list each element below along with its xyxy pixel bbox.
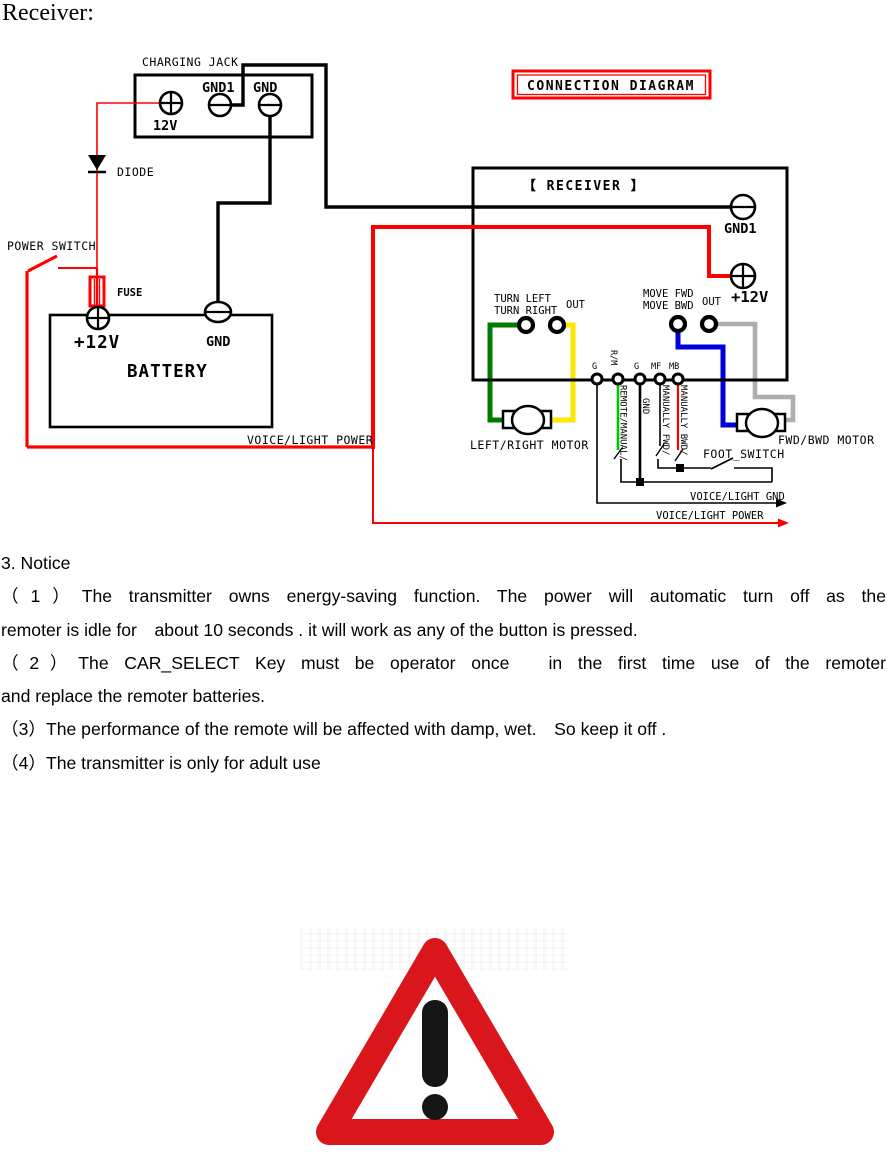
voice-light-power-left-label: VOICE/LIGHT POWER xyxy=(247,433,373,447)
notice-item-2: （2）The CAR_SELECT Key must be operator o… xyxy=(1,652,886,673)
notice-heading: 3. Notice xyxy=(1,553,71,573)
move-out-label: OUT xyxy=(702,296,722,308)
terminals xyxy=(85,90,757,386)
connection-title-inner-box xyxy=(516,74,707,96)
junction-dot xyxy=(676,464,684,472)
battery-box xyxy=(48,313,274,429)
left-right-motor-label: LEFT/RIGHT MOTOR xyxy=(470,438,589,452)
receiver-gnd1-label: GND1 xyxy=(724,221,757,237)
power-switch-label: POWER SWITCH xyxy=(7,239,96,253)
pin-mf-label: MF xyxy=(651,362,661,372)
voice-light-power-label: VOICE/LIGHT POWER xyxy=(656,510,764,522)
manually-fwd-tag: MANUALLY FWD/ xyxy=(660,385,670,455)
left-right-motor-icon xyxy=(501,404,553,436)
jack-12v-terminal-icon xyxy=(158,90,184,116)
pin-mb-label: MB xyxy=(669,362,679,372)
receiver-12v-label: +12V xyxy=(731,288,768,306)
page-title: Receiver: xyxy=(2,0,94,26)
connection-diagram-title: CONNECTION DIAGRAM xyxy=(527,79,695,94)
gnd-arrowhead-icon xyxy=(776,498,787,508)
battery-gnd-terminal-icon xyxy=(203,300,233,324)
foot-switch-line-a2 xyxy=(734,467,773,482)
power-switch-blade xyxy=(27,254,58,273)
notice-item-4: （4）The transmitter is only for adult use xyxy=(1,752,321,773)
jack-12v-label: 12V xyxy=(153,118,177,134)
foot-switch-blade xyxy=(710,457,734,470)
foot-switch-label: FOOT_SWITCH xyxy=(703,447,785,461)
move-bwd-label: MOVE BWD xyxy=(643,300,694,312)
manually-bwd-tag: MANUALLY BWD/ xyxy=(678,385,688,455)
move-out-terminal-icon xyxy=(699,314,719,334)
notice-item-2b: and replace the remoter batteries. xyxy=(1,686,266,707)
fuse-icon-lines xyxy=(93,279,101,305)
power-arrowhead-icon xyxy=(778,518,789,528)
turn-out-label: OUT xyxy=(566,299,586,311)
receiver-title: 【 RECEIVER 】 xyxy=(523,178,645,194)
turn-right-wire xyxy=(551,322,576,423)
warning-triangle-icon xyxy=(316,938,554,1145)
diode-icon xyxy=(88,155,106,174)
battery-gnd-label: GND xyxy=(206,334,230,350)
move-out-terminal-icon xyxy=(668,314,688,334)
jack-gnd1-label: GND1 xyxy=(202,80,235,96)
turn-out-terminal-icon xyxy=(547,315,567,335)
receiver-box xyxy=(471,166,789,382)
voice-light-gnd-wire xyxy=(596,384,776,504)
jack-gnd1-terminal-icon xyxy=(207,92,233,118)
turn-left-wire xyxy=(487,322,519,423)
charging-jack-label: CHARGING JACK xyxy=(142,55,239,69)
fuse-label: FUSE xyxy=(117,287,142,299)
pin-rm-label: R/M xyxy=(608,350,618,365)
fwd-bwd-motor-label: FWD/BWD MOTOR xyxy=(778,433,875,447)
notice-item-1: （1）The transmitter owns energy-saving fu… xyxy=(1,586,886,607)
gnd1-wire xyxy=(231,63,730,209)
diode-label: DIODE xyxy=(117,165,154,179)
fwd-bwd-motor-icon xyxy=(735,407,787,439)
pin-g2-icon xyxy=(633,372,647,386)
power-wires xyxy=(25,69,778,524)
receiver-12v-terminal-icon xyxy=(729,262,757,290)
voice-light-power-line xyxy=(372,449,778,524)
notice-item-3: （3）The performance of the remote will be… xyxy=(1,719,667,740)
remote-manual-tag: REMOTE/MANUAL/ xyxy=(618,385,628,461)
voice-light-power-loop xyxy=(25,271,374,449)
gnd-wire xyxy=(216,116,272,301)
turn-out-terminal-icon xyxy=(516,315,536,335)
pin-mb-icon xyxy=(671,372,685,386)
junction-dot xyxy=(636,478,644,486)
move-fwd-wire xyxy=(675,331,738,428)
pin-g1-label: G xyxy=(592,362,597,372)
gnd-tag: GND xyxy=(640,398,650,414)
ground-wires xyxy=(216,63,776,504)
jack-gnd-label: GND xyxy=(253,80,277,96)
hook-mf xyxy=(655,443,665,457)
hook-mb xyxy=(674,448,684,462)
warning-exclamation-bar xyxy=(422,1000,448,1087)
hook-remote xyxy=(613,447,623,460)
battery-12v-terminal-icon xyxy=(85,305,111,331)
foot-switch-line-b xyxy=(620,459,772,483)
receiver-12v-wire xyxy=(371,225,730,449)
battery-12v-label: +12V xyxy=(74,333,120,353)
pin-mf-icon xyxy=(653,372,667,386)
pin-rm-icon xyxy=(611,372,625,386)
connection-diagram: CHARGING JACK 12V GND1 GND DIODE POWER S… xyxy=(7,55,875,528)
diode-wire xyxy=(96,102,160,268)
voice-light-gnd-label: VOICE/LIGHT GND xyxy=(690,491,785,503)
notice-section: 3. Notice （1）The transmitter owns energy… xyxy=(1,547,886,780)
jack-gnd-terminal-icon xyxy=(257,92,283,118)
receiver-gnd1-terminal-icon xyxy=(729,193,757,221)
turn-right-label: TURN RIGHT xyxy=(494,305,558,317)
warning-exclamation-dot xyxy=(422,1094,448,1120)
move-bwd-wire xyxy=(716,321,796,423)
move-fwd-label: MOVE FWD xyxy=(643,288,694,300)
foot-switch-line-a xyxy=(657,459,711,469)
pin-g2-label: G xyxy=(634,362,639,372)
notice-item-1b: remoter is idle for about 10 seconds . i… xyxy=(1,619,638,640)
battery-label: BATTERY xyxy=(127,362,208,382)
turn-left-label: TURN LEFT xyxy=(494,293,552,305)
pin-g1-icon xyxy=(590,372,604,386)
